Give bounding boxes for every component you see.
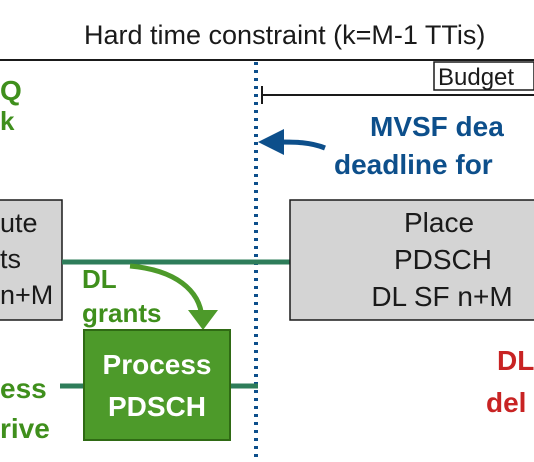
- dl-deadline-line2: del: [486, 387, 526, 418]
- mvsf-arrow-shaft: [278, 139, 326, 151]
- left-box-line3: n+M: [0, 280, 53, 310]
- budget-label-frame: [433, 61, 534, 91]
- process-box-line2: PDSCH: [108, 391, 206, 422]
- mvsf-deadline-line1: MVSF dea: [370, 111, 504, 142]
- budget-label: Budget: [438, 64, 514, 91]
- left-compute-box: [0, 199, 63, 321]
- dl-grants-line2: grants: [82, 298, 161, 328]
- left-bottom-line2: rive: [0, 413, 50, 444]
- left-top-label-line1: Q: [0, 75, 22, 106]
- place-box-line3: DL SF n+M: [371, 281, 512, 312]
- place-box-line2: PDSCH: [394, 244, 492, 275]
- process-box-line1: Process: [103, 349, 212, 380]
- place-pdsch-box: [289, 199, 534, 321]
- process-pdsch-box: [83, 329, 231, 441]
- dl-grants-arrow-shaft: [129, 263, 205, 319]
- hard-time-constraint-title: Hard time constraint (k=M-1 TTis): [84, 20, 485, 50]
- dl-grants-arrow-head: [188, 310, 218, 330]
- left-box-line2: ts: [0, 244, 21, 274]
- mvsf-deadline-line2: deadline for: [334, 149, 493, 180]
- place-box-line1: Place: [404, 207, 474, 238]
- dl-deadline-line1: DL: [497, 345, 534, 376]
- left-top-label-line2: k: [0, 106, 15, 136]
- mvsf-arrow-head: [258, 129, 284, 155]
- left-bottom-line1: ess: [0, 373, 47, 404]
- left-box-line1: ute: [0, 208, 38, 238]
- dl-grants-line1: DL: [82, 264, 117, 294]
